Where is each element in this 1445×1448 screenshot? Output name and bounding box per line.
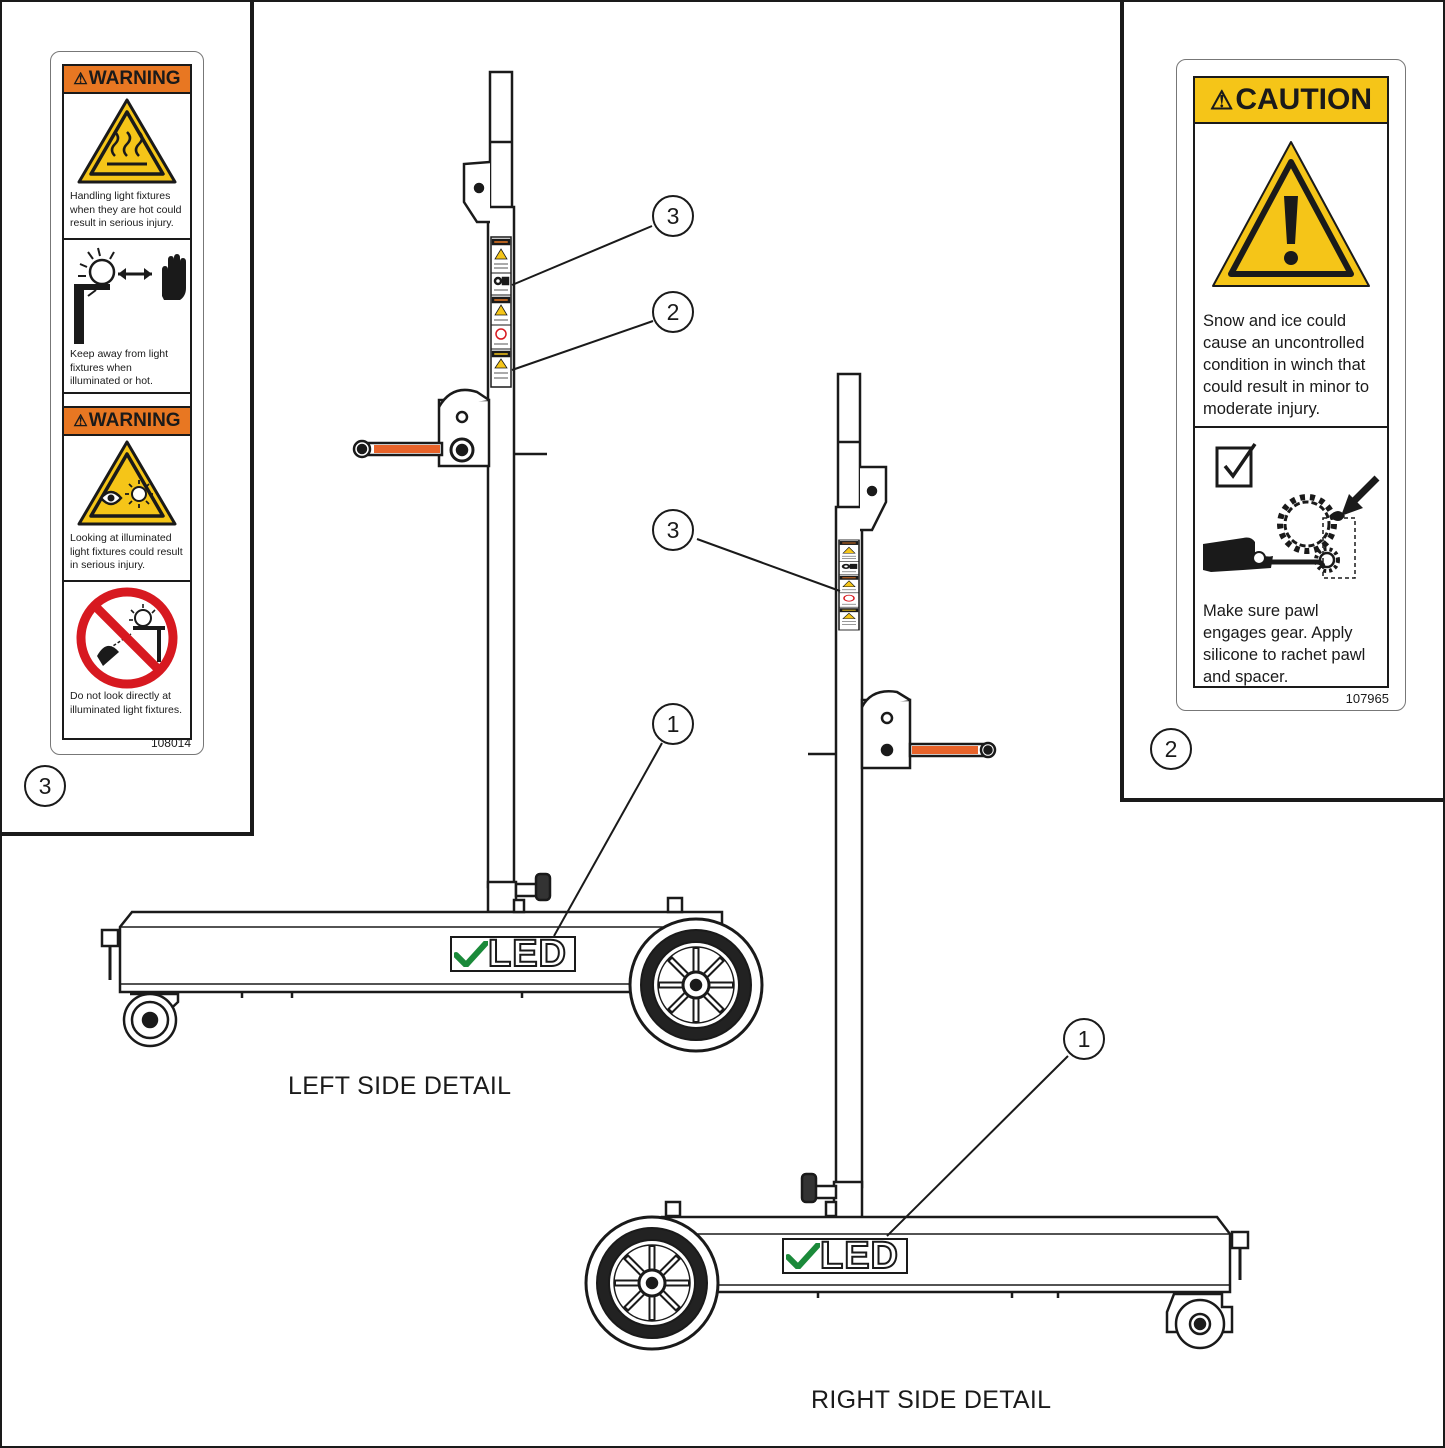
checkbox-check-icon: [1215, 443, 1257, 488]
decal-panel-107965: ⚠ CAUTION Snow and ice could cause an un…: [1120, 2, 1443, 802]
bright-light-warning-text: Looking at illuminated light fixtures co…: [70, 532, 183, 571]
hot-surface-cell: Handling light fixtures when they are ho…: [64, 94, 190, 240]
callout-panel-3: 3: [24, 765, 66, 807]
part-number-107965: 107965: [1345, 691, 1389, 706]
warning-header-1: ⚠ WARNING: [64, 66, 190, 94]
callout-right-1: 1: [1063, 1018, 1105, 1060]
bright-light-eye-icon: [77, 440, 177, 526]
do-not-look-icon: [76, 587, 178, 689]
right-winch-housing: [860, 698, 912, 770]
callout-left-2: 2: [652, 291, 694, 333]
right-side-detail-label: RIGHT SIDE DETAIL: [811, 1386, 1052, 1414]
left-big-wheel: [630, 919, 762, 1051]
hot-surface-icon: [77, 98, 177, 184]
alert-triangle-icon: ⚠: [73, 71, 88, 88]
decal-107965: ⚠ CAUTION Snow and ice could cause an un…: [1176, 59, 1406, 711]
do-not-look-text: Do not look directly at illuminated ligh…: [70, 690, 183, 716]
part-number-108014: 108014: [150, 736, 191, 750]
callout-right-3: 3: [652, 509, 694, 551]
led-logo-left: LED: [450, 934, 576, 974]
exclamation-triangle-icon: [1212, 141, 1370, 287]
do-not-look-cell: Do not look directly at illuminated ligh…: [64, 582, 190, 724]
right-winch-handle: [912, 746, 978, 754]
decal-108014: ⚠ WARNING Handling light fixtures when t…: [50, 51, 204, 755]
bright-light-cell: Looking at illuminated light fixtures co…: [64, 436, 190, 582]
leader-lines: [511, 225, 1069, 1237]
decal-panel-108014: ⚠ WARNING Handling light fixtures when t…: [2, 2, 254, 836]
left-winch-handle: [374, 445, 440, 453]
callout-left-3: 3: [652, 195, 694, 237]
leader-left-1: [553, 742, 663, 937]
led-logo-right: LED: [782, 1236, 908, 1276]
left-side-detail-label: LEFT SIDE DETAIL: [288, 1072, 512, 1100]
hot-fixture-warning-text: Handling light fixtures when they are ho…: [70, 190, 182, 229]
alert-triangle-icon: ⚠: [1210, 84, 1234, 115]
pawl-gear-hand-icon: [1203, 443, 1380, 579]
keep-away-cell: Keep away from light fixtures when illum…: [64, 240, 190, 394]
pawl-instruction-cell: Make sure pawl engages gear. Apply silic…: [1195, 440, 1387, 708]
left-cart: [100, 70, 762, 1051]
callout-panel-2: 2: [1150, 728, 1192, 770]
alert-triangle-icon: ⚠: [73, 413, 88, 430]
keep-away-hand-icon: [74, 247, 186, 344]
leader-left-2: [511, 320, 654, 371]
leader-left-3: [511, 225, 653, 286]
leader-right-3: [696, 538, 841, 592]
right-base: [660, 1215, 1232, 1294]
pawl-instruction-text: Make sure pawl engages gear. Apply silic…: [1203, 602, 1366, 686]
keep-away-text: Keep away from light fixtures when illum…: [70, 348, 169, 387]
leader-right-1: [886, 1055, 1069, 1237]
snow-ice-caution-text: Snow and ice could cause an uncontrolled…: [1203, 312, 1369, 418]
left-mast-decals: [489, 235, 513, 389]
check-mark-icon: [454, 941, 488, 967]
left-base: [118, 910, 724, 994]
warning-header-2: ⚠ WARNING: [64, 408, 190, 436]
check-mark-icon: [786, 1243, 820, 1269]
callout-left-1: 1: [652, 703, 694, 745]
snow-ice-cell: Snow and ice could cause an uncontrolled…: [1195, 134, 1387, 428]
right-big-wheel: [586, 1217, 718, 1349]
caution-header: ⚠ CAUTION: [1195, 78, 1387, 124]
right-mast-decals: [837, 538, 861, 632]
section-gap: [64, 394, 190, 408]
